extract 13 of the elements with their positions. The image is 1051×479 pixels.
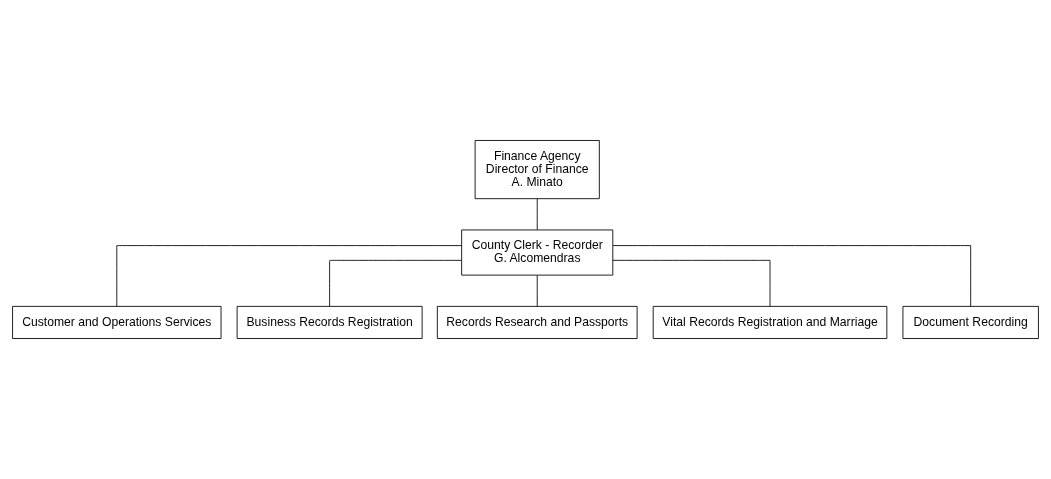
connector: [116, 245, 462, 307]
node-box: Business Records Registration: [236, 305, 423, 339]
connector: [536, 198, 538, 231]
connector: [536, 275, 538, 307]
node-box: County Clerk - Recorder G. Alcomendras: [461, 229, 614, 276]
connector: [612, 245, 972, 307]
node-box: Finance Agency Director of Finance A. Minato: [474, 140, 600, 200]
node-box: Vital Records Registration and Marriage: [652, 305, 888, 339]
node-box: Document Recording: [902, 305, 1039, 339]
connector: [329, 259, 462, 307]
node-box: Records Research and Passports: [436, 305, 638, 339]
node-box: Customer and Operations Services: [12, 305, 222, 339]
connector: [612, 259, 771, 307]
